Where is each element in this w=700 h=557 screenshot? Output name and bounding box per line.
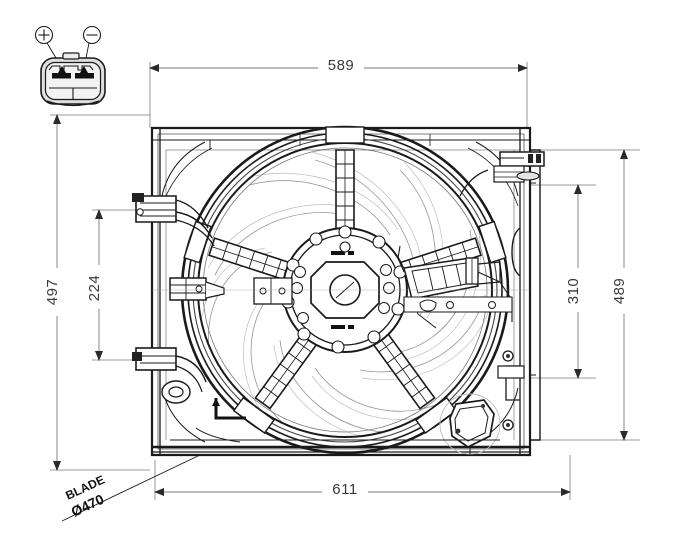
dimension-bottom-611: 611 <box>154 455 571 500</box>
terminal-negative <box>75 73 94 79</box>
dim-label-left-inner: 224 <box>86 275 103 302</box>
hub-left-mount-tab <box>253 277 293 305</box>
dimension-right-310: 310 <box>530 184 596 379</box>
spoke-ring-pads <box>183 126 507 435</box>
dim-label-left-outer: 497 <box>44 279 61 306</box>
dim-label-right-inner: 310 <box>565 278 582 305</box>
top-rail-detail <box>166 134 520 151</box>
bottom-rail-detail <box>170 427 500 455</box>
bottom-left-angle-marker <box>212 398 246 420</box>
mount-bracket-upper-right <box>459 151 545 197</box>
fan-shroud-assembly <box>132 125 545 457</box>
hub-bolt-circle-inner <box>291 264 395 324</box>
mount-bracket-upper-left <box>132 193 215 247</box>
dim-label-right-outer: 489 <box>611 278 628 305</box>
right-rail-notch <box>497 227 525 431</box>
blade-leader-line <box>61 454 201 522</box>
polarity-negative-icon <box>82 25 102 45</box>
dimension-left-224: 224 <box>86 209 160 361</box>
terminal-positive <box>52 73 71 79</box>
bottom-right-hex-bracket <box>439 393 501 455</box>
dimension-left-497: 497 <box>44 114 150 471</box>
dimension-right-489: 489 <box>540 149 640 441</box>
connector-body <box>40 52 106 107</box>
dimension-top-589: 589 <box>149 55 528 150</box>
dim-label-top: 589 <box>328 57 355 74</box>
mount-bracket-lower-left <box>132 347 207 404</box>
mount-bracket-middle-left <box>169 277 225 301</box>
dim-label-bottom: 611 <box>332 481 357 498</box>
motor-wiring-box <box>403 257 501 300</box>
hub-label-slots <box>331 251 354 329</box>
polarity-positive-icon <box>34 25 54 45</box>
lower-mount-flange <box>403 296 513 313</box>
connector-detail <box>34 25 106 107</box>
